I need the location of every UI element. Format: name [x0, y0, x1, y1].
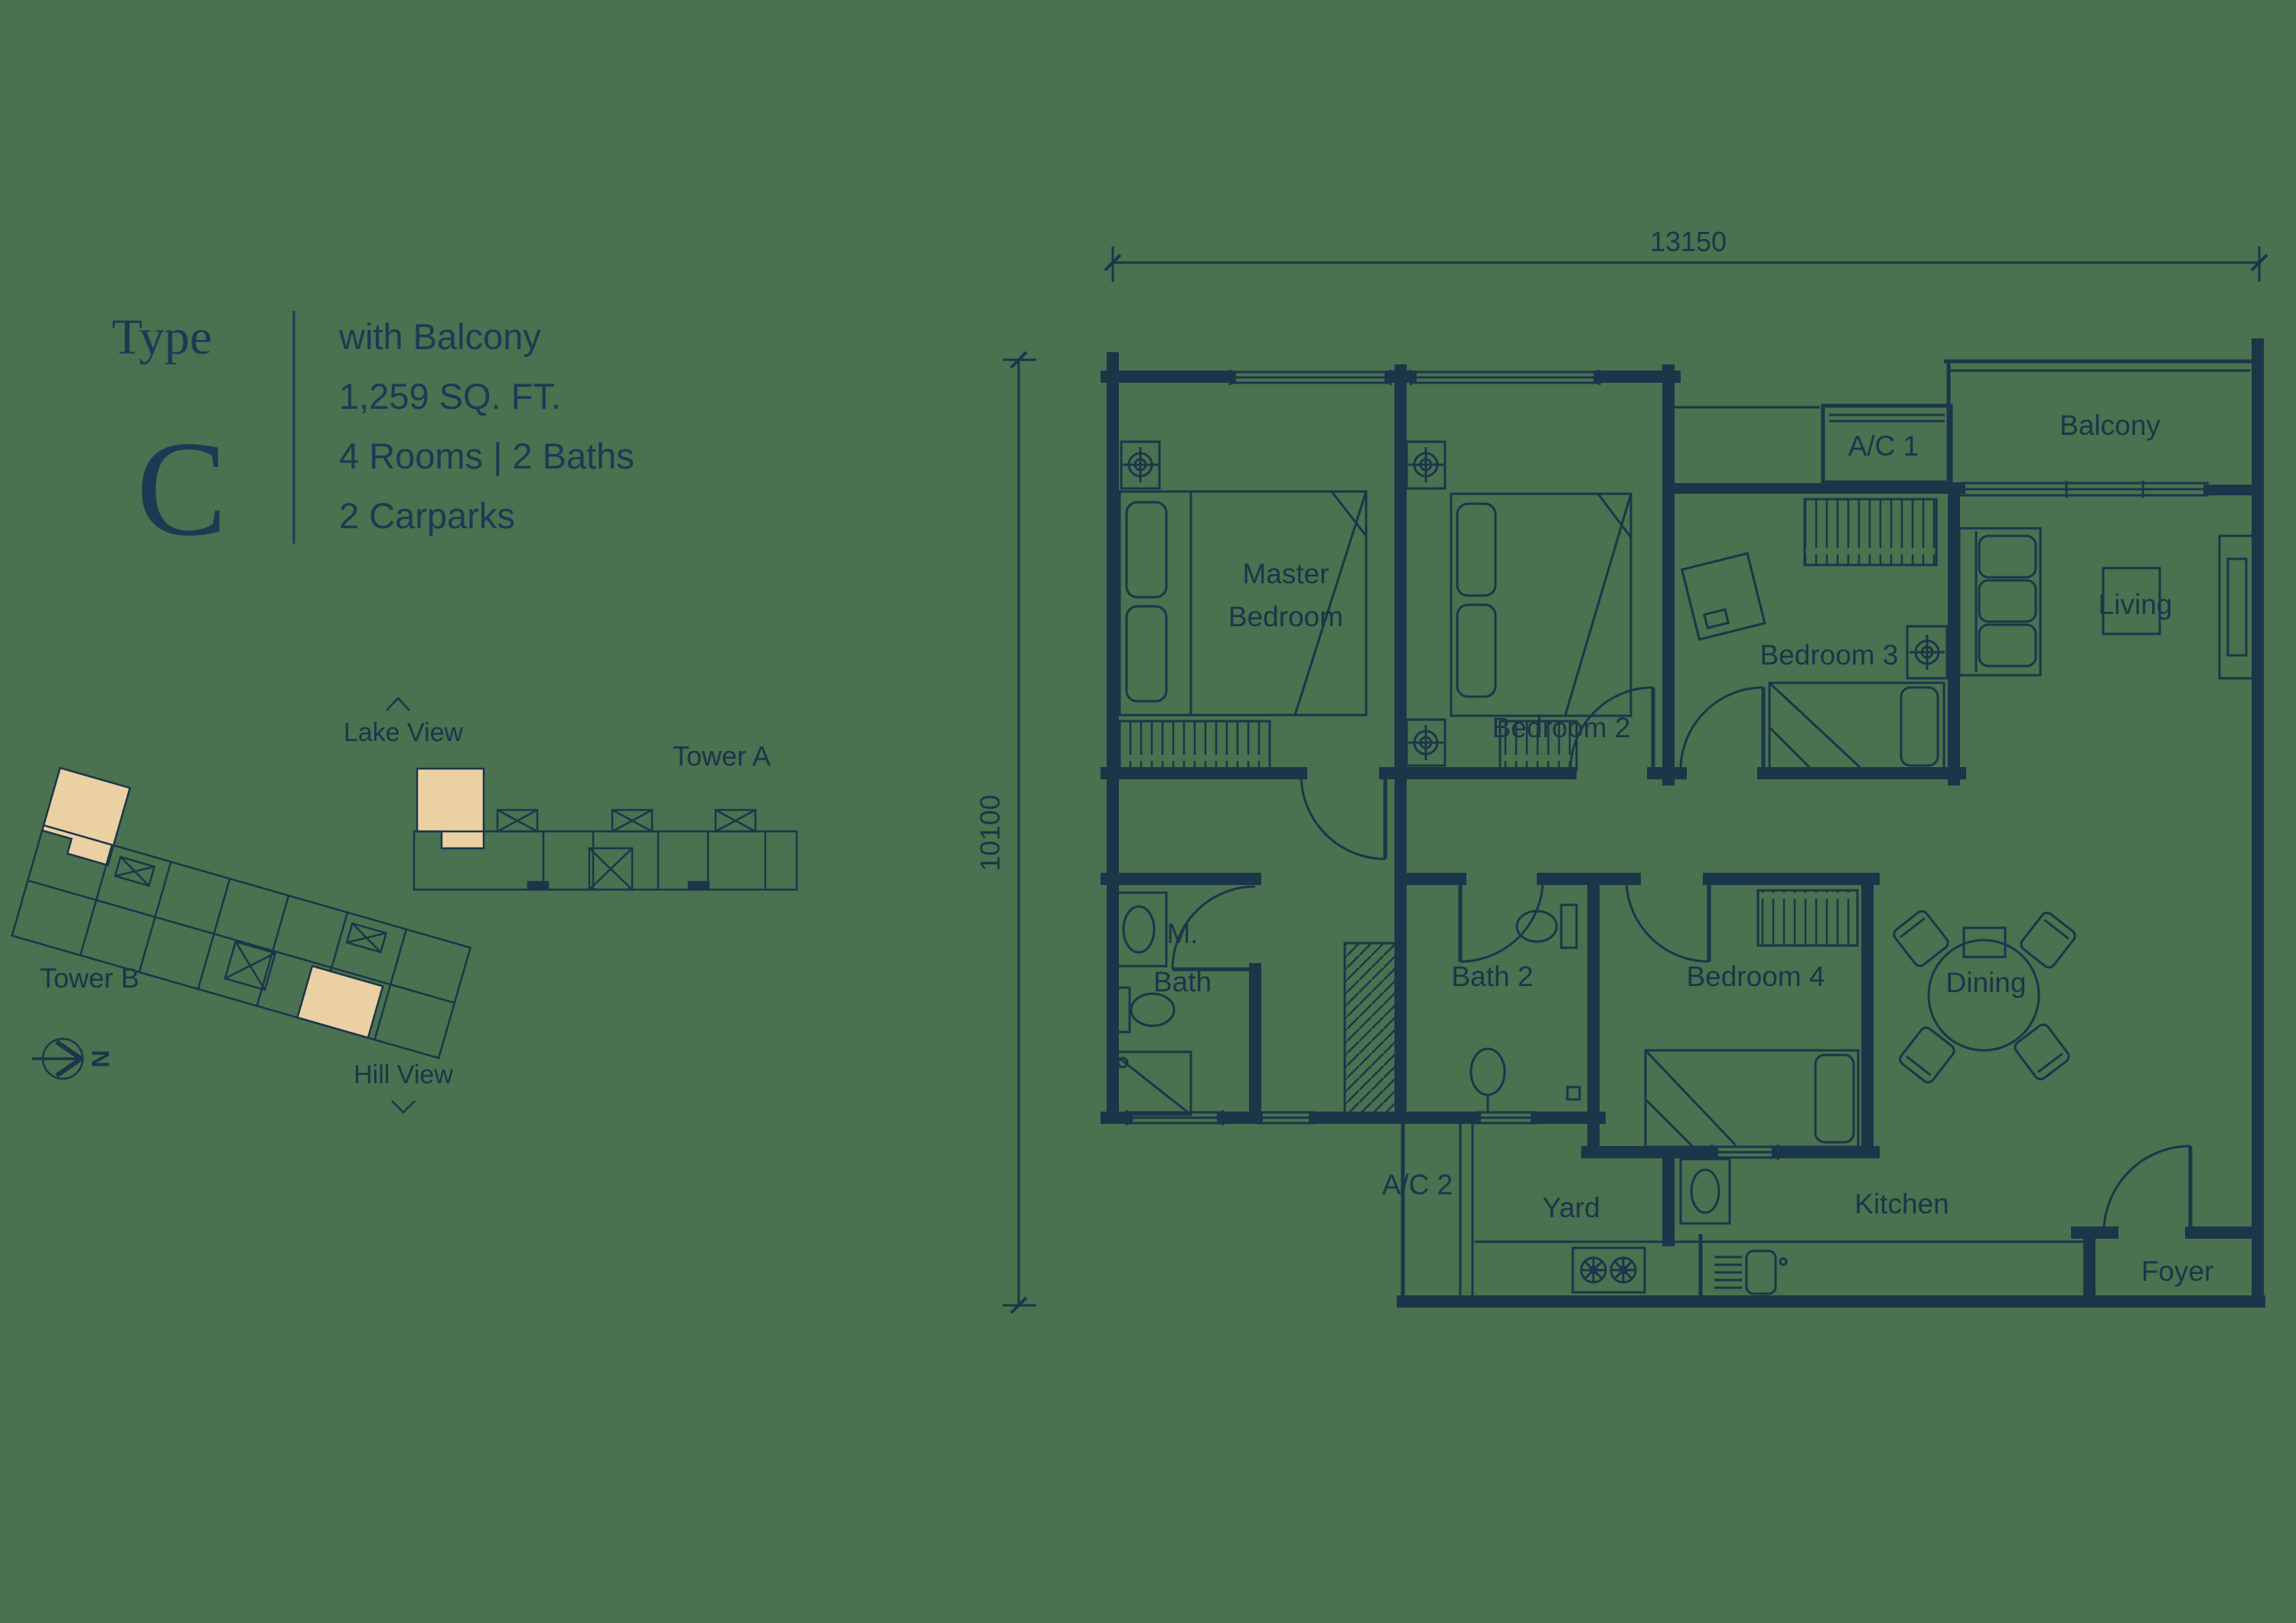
dining-table: [1927, 939, 2040, 1052]
room-label-bedroom3: Bedroom 3: [1760, 639, 1899, 671]
title-block: Type C with Balcony 1,259 SQ. FT. 4 Room…: [112, 309, 634, 564]
detail-balcony: with Balcony: [338, 316, 541, 357]
detail-rooms-baths: 4 Rooms | 2 Baths: [339, 436, 634, 476]
room-label-living: Living: [2099, 589, 2173, 620]
room-label-master-2: Bedroom: [1228, 601, 1343, 632]
detail-area: 1,259 SQ. FT.: [339, 376, 561, 416]
room-label-bath2: Bath 2: [1452, 961, 1534, 992]
tower-a-highlight-unit: [416, 767, 485, 850]
tower-b-label: Tower B: [40, 962, 139, 994]
living-furniture: [1958, 527, 2256, 680]
bedroom2-bed: [1405, 440, 1632, 772]
bedroom4-furniture: [1644, 889, 1860, 1148]
north-letter: N: [86, 1050, 114, 1067]
kitchen-fixtures: [1475, 1158, 2089, 1295]
room-label-ac1: A/C 1: [1848, 430, 1919, 462]
room-label-mbath-2: Bath: [1153, 966, 1212, 998]
type-letter: C: [136, 413, 227, 564]
room-label-bedroom2: Bedroom 2: [1492, 712, 1631, 743]
hill-view-label: Hill View: [354, 1060, 453, 1089]
windows: [1125, 370, 2209, 1160]
sofa: [1958, 527, 2042, 677]
bath2-fixtures: [1469, 903, 1581, 1112]
room-label-dining: Dining: [1946, 967, 2027, 998]
kitchen-sink: [1745, 1249, 1777, 1295]
detail-carparks: 2 Carparks: [339, 495, 515, 536]
lake-view-label: Lake View: [344, 718, 464, 747]
dimension-height: 10100: [974, 795, 1006, 871]
room-label-kitchen: Kitchen: [1854, 1188, 1949, 1220]
linen-cabinet: [1343, 942, 1400, 1116]
entrance-door-arc: [2102, 1145, 2191, 1233]
dimension-width: 13150: [1650, 226, 1727, 257]
bedroom3-furniture: [1680, 498, 1949, 772]
room-label-yard: Yard: [1542, 1192, 1600, 1223]
room-labels: Master Bedroom Bedroom 2 Bedroom 3 Bedro…: [1153, 410, 2213, 1287]
tower-a-plan: [413, 767, 798, 891]
coffee-table: [2102, 567, 2161, 635]
master-bed: [1118, 440, 1368, 772]
dimensions: 13150 10100: [974, 226, 2268, 1314]
mbath-fixtures: [1110, 891, 1192, 1116]
lake-view-arrow-icon: [386, 697, 410, 711]
stove: [1571, 1246, 1646, 1294]
room-label-mbath-1: M.: [1166, 918, 1198, 949]
room-label-foyer: Foyer: [2141, 1256, 2214, 1287]
dining-set: [1890, 907, 2079, 1086]
room-label-master-1: Master: [1242, 558, 1329, 589]
type-label: Type: [112, 309, 212, 365]
hill-view-arrow-icon: [391, 1100, 416, 1114]
tower-b-highlight-unit-2: [296, 965, 384, 1040]
ac1-compartment: [1821, 403, 1953, 485]
doors: [1171, 686, 2193, 1233]
room-label-balcony: Balcony: [2060, 410, 2161, 441]
north-compass-icon: N: [32, 1037, 114, 1080]
tower-b-plan: [11, 766, 472, 1060]
room-label-ac2: A/C 2: [1382, 1169, 1453, 1200]
tower-a-label: Tower A: [673, 740, 771, 772]
site-plan: Lake View Tower A: [11, 697, 798, 1114]
floorplan-walls: [1101, 338, 2265, 1308]
tv-console: [2218, 534, 2256, 680]
furniture: [1110, 440, 2256, 1295]
room-label-bedroom4: Bedroom 4: [1687, 961, 1825, 992]
tower-b-highlight-unit-1: [41, 766, 132, 867]
